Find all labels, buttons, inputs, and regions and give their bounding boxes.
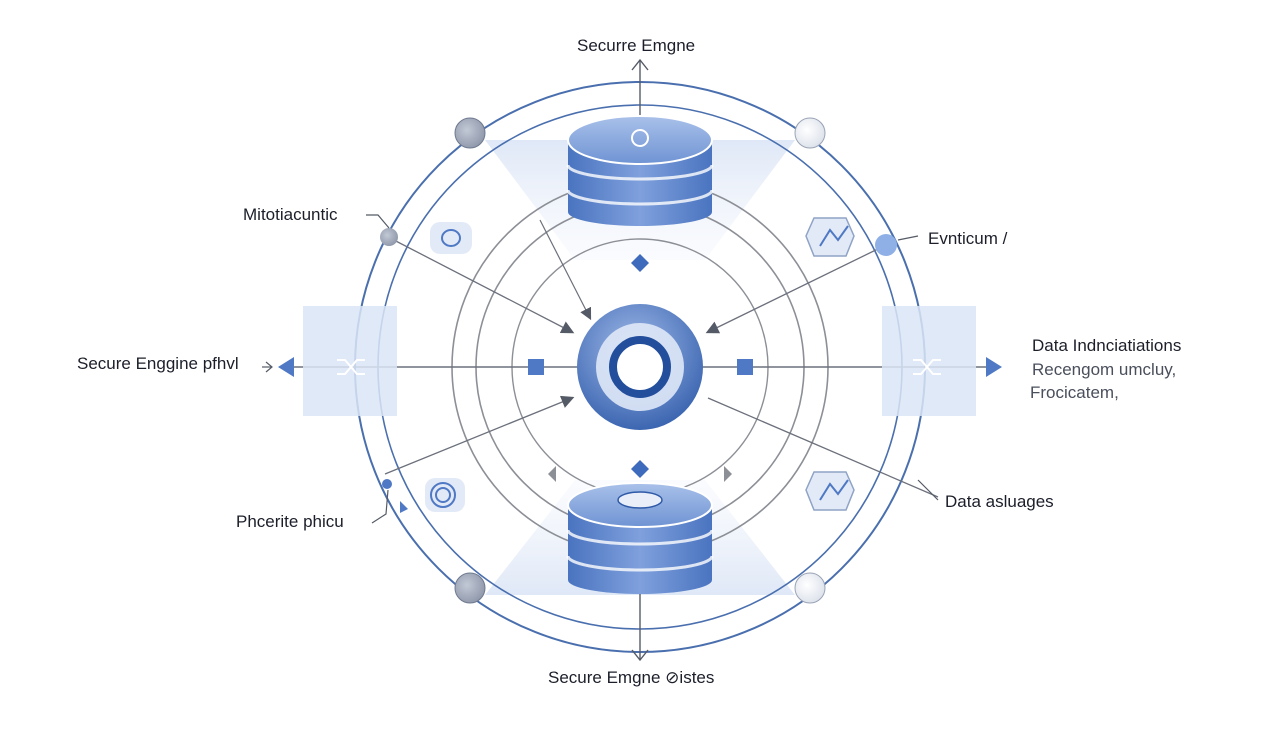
- bottom-arrowhead: [631, 649, 649, 662]
- connector-lower-right: [707, 397, 939, 498]
- ring-node-upper-right[interactable]: [875, 234, 897, 256]
- label-upper-left: Mitotiacuntic: [243, 205, 338, 224]
- axis-node-right: [737, 359, 753, 375]
- connector-top-db: [539, 219, 592, 321]
- leader-upper-right: [897, 235, 919, 241]
- chat-bubble-icon: [430, 222, 472, 254]
- tools-icon: [805, 471, 855, 511]
- left-panel: [303, 306, 397, 416]
- ring-node-bottom-right[interactable]: [794, 572, 826, 604]
- label-lower-left: Phcerite phicu: [236, 512, 344, 531]
- label-upper-right: Evnticum /: [928, 229, 1008, 248]
- ring-node-upper-left[interactable]: [380, 228, 398, 246]
- leader-lower-left: [371, 489, 389, 524]
- connector-upper-right: [705, 244, 887, 334]
- eye-icon: [631, 129, 649, 147]
- ring-node-top-right[interactable]: [794, 117, 826, 149]
- ring-node-lower-left[interactable]: [382, 479, 392, 489]
- left-arrowhead: [278, 357, 294, 377]
- axis-node-left: [528, 359, 544, 375]
- bottom-database-icon: [566, 482, 714, 594]
- axis-caret-right: [724, 466, 732, 482]
- label-left: Secure Enggine pfhvl: [77, 354, 239, 373]
- label-bottom: Secure Emgne ⊘istes: [548, 668, 715, 687]
- shuffle-icon: [337, 359, 365, 375]
- leader-left-tick: [265, 361, 273, 373]
- central-core-icon: [577, 304, 703, 430]
- shuffle-icon: [913, 359, 941, 375]
- leader-upper-left: [366, 214, 390, 229]
- top-database-icon: [566, 115, 714, 226]
- axis-caret-left: [548, 466, 556, 482]
- ring-node-lower-left-arrow: [400, 501, 408, 513]
- label-right-title: Data Indnciatiations: [1032, 336, 1182, 355]
- connector-upper-left: [389, 237, 575, 334]
- label-right-line2: Recengom umcluy,: [1032, 360, 1177, 379]
- tools-icon: [805, 217, 855, 257]
- circuit-chip-icon: [425, 478, 465, 512]
- label-lower-right: Data asluages: [945, 492, 1054, 511]
- axis-diamond-top: [631, 254, 649, 272]
- right-panel: [882, 306, 976, 416]
- right-arrowhead: [986, 357, 1002, 377]
- label-right-line3: Frocicatem,: [1030, 383, 1119, 402]
- connector-lower-left: [384, 395, 575, 475]
- label-top: Securre Emgne: [577, 36, 696, 55]
- top-arrowhead: [631, 58, 649, 71]
- axis-diamond-bottom: [631, 460, 649, 478]
- leader-lower-right: [917, 479, 939, 501]
- ring-node-bottom-left[interactable]: [454, 572, 486, 604]
- ring-node-top-left[interactable]: [454, 117, 486, 149]
